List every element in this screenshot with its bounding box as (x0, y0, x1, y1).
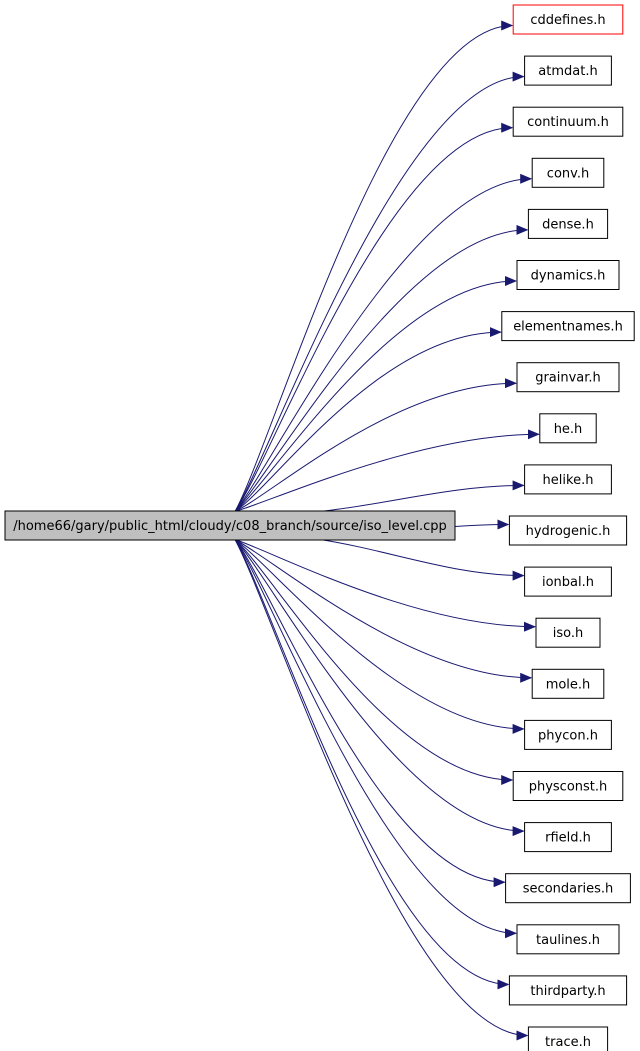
include-edge-rfield (234, 539, 525, 837)
include-node-label: secondaries.h (523, 882, 613, 897)
include-edge-phycon (234, 539, 525, 734)
include-node-label: ionbal.h (542, 575, 594, 590)
include-edge-iso (234, 539, 536, 632)
include-node-label: grainvar.h (535, 371, 601, 386)
include-node-helike[interactable]: helike.h (524, 464, 612, 495)
include-node-box (512, 771, 624, 801)
include-node-box (524, 822, 612, 853)
include-node-label: thirdparty.h (530, 984, 605, 999)
include-node-box (508, 515, 628, 546)
include-node-box (535, 617, 601, 648)
include-edge-dynamics (234, 276, 517, 512)
include-node-label: hydrogenic.h (526, 524, 611, 539)
include-node-box (512, 4, 624, 35)
include-edge-conv (234, 173, 533, 512)
include-node-box (531, 157, 605, 188)
include-node-label: continuum.h (527, 115, 609, 130)
include-node-box (524, 719, 612, 750)
include-node-box (516, 924, 620, 955)
include-node-taulines[interactable]: taulines.h (516, 924, 620, 955)
include-edge-elementnames (234, 327, 502, 512)
include-edge-continuum (234, 122, 514, 512)
include-edge-helike (319, 480, 525, 512)
include-edge-atmdat (234, 71, 525, 512)
include-edge-trace (234, 539, 529, 1041)
include-node-box (524, 566, 612, 597)
source-file-node[interactable]: /home66/gary/public_html/cloudy/c08_bran… (4, 510, 456, 541)
include-node-label: helike.h (543, 473, 594, 488)
include-node-box (516, 362, 620, 393)
include-edge-he (234, 429, 540, 512)
include-node-cddefines[interactable]: cddefines.h (512, 4, 624, 35)
include-node-box (527, 208, 609, 239)
include-node-rfield[interactable]: rfield.h (524, 822, 612, 853)
include-edge-mole (234, 539, 533, 683)
include-node-hydrogenic[interactable]: hydrogenic.h (508, 515, 628, 546)
include-node-box (501, 311, 635, 342)
include-node-label: physconst.h (529, 780, 608, 795)
include-edge-ionbal (319, 539, 525, 581)
include-node-elementnames[interactable]: elementnames.h (501, 311, 635, 342)
include-node-box (524, 55, 612, 86)
include-node-phycon[interactable]: phycon.h (524, 719, 612, 750)
include-edge-cddefines (234, 20, 514, 512)
source-file-label: /home66/gary/public_html/cloudy/c08_bran… (13, 519, 447, 534)
include-node-trace[interactable]: trace.h (527, 1026, 609, 1051)
include-node-box (524, 464, 612, 495)
include-node-box (531, 668, 605, 699)
include-node-label: dynamics.h (531, 269, 606, 284)
include-node-physconst[interactable]: physconst.h (512, 771, 624, 801)
include-node-label: mole.h (546, 677, 591, 692)
include-node-dense[interactable]: dense.h (527, 208, 609, 239)
include-node-thirdparty[interactable]: thirdparty.h (508, 975, 628, 1006)
include-edges (234, 20, 540, 1041)
include-node-label: rfield.h (545, 831, 591, 846)
include-node-label: he.h (554, 422, 583, 437)
include-edge-dense (234, 224, 529, 512)
include-node-label: phycon.h (538, 728, 598, 743)
include-edge-thirdparty (234, 539, 510, 990)
include-node-box (505, 873, 631, 904)
include-node-he[interactable]: he.h (539, 413, 597, 444)
include-node-ionbal[interactable]: ionbal.h (524, 566, 612, 597)
include-edge-physconst (234, 539, 514, 785)
include-edge-grainvar (234, 378, 517, 512)
include-node-box (512, 106, 624, 137)
include-node-label: conv.h (547, 166, 589, 181)
include-node-grainvar[interactable]: grainvar.h (516, 362, 620, 393)
include-node-box (539, 413, 597, 444)
include-node-iso[interactable]: iso.h (535, 617, 601, 648)
include-nodes: cddefines.h atmdat.h continuum.h conv.h dens… (501, 4, 635, 1051)
include-node-mole[interactable]: mole.h (531, 668, 605, 699)
include-node-label: iso.h (553, 626, 583, 641)
include-node-box (508, 975, 628, 1006)
include-node-label: atmdat.h (538, 64, 597, 79)
include-node-box (527, 1026, 609, 1051)
include-node-secondaries[interactable]: secondaries.h (505, 873, 631, 904)
include-edge-secondaries (234, 539, 506, 888)
include-node-box (516, 260, 620, 290)
include-node-label: cddefines.h (530, 13, 605, 28)
include-node-label: elementnames.h (513, 320, 623, 335)
include-node-dynamics[interactable]: dynamics.h (516, 260, 620, 290)
include-node-label: taulines.h (536, 933, 600, 948)
include-node-continuum[interactable]: continuum.h (512, 106, 624, 137)
include-node-conv[interactable]: conv.h (531, 157, 605, 188)
include-node-atmdat[interactable]: atmdat.h (524, 55, 612, 86)
include-node-label: trace.h (545, 1035, 591, 1050)
include-node-label: dense.h (542, 217, 594, 232)
include-edge-taulines (234, 539, 517, 939)
